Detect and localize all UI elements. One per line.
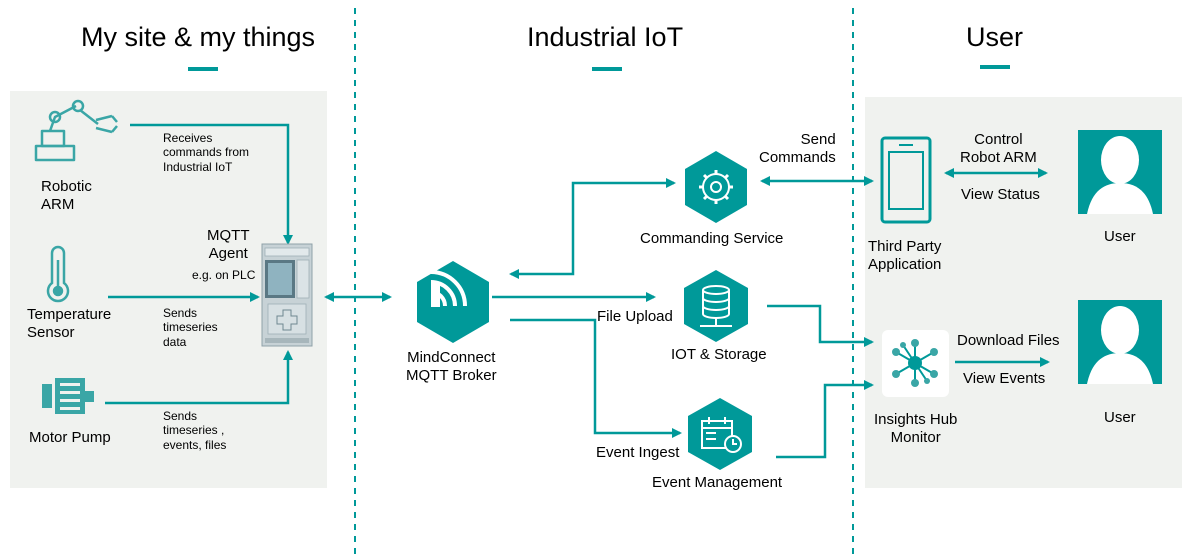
arrow-broker-commanding	[509, 178, 676, 279]
view-events-label: View Events	[963, 370, 1046, 387]
arrow-broker-events	[510, 318, 682, 438]
sends-events-note: Sends timeseries , events, files	[163, 409, 227, 452]
section-title-site: My site & my things	[81, 22, 316, 52]
view-status-label: View Status	[961, 186, 1040, 203]
mqtt-broker-icon	[417, 261, 489, 343]
plc-device-icon	[261, 243, 313, 347]
send-commands-label: Send Commands	[759, 131, 836, 166]
motor-pump-label: Motor Pump	[29, 429, 111, 446]
iot-storage-label: IOT & Storage	[671, 346, 767, 363]
arrow-storage-insights	[767, 304, 874, 347]
broker-label: MindConnect MQTT Broker	[406, 349, 497, 384]
section-title-user: User	[966, 22, 1024, 52]
mqtt-agent-title: MQTT Agent	[207, 227, 250, 262]
event-management-label: Event Management	[652, 474, 783, 491]
arrow-events-insights	[776, 380, 874, 459]
insights-network-icon	[882, 330, 949, 397]
title-underline	[980, 65, 1010, 69]
gear-hexagon-icon	[685, 151, 747, 223]
control-robot-label: Control Robot ARM	[960, 131, 1037, 166]
thermometer-icon	[46, 245, 70, 303]
user-label-2: User	[1104, 409, 1136, 426]
title-underline	[188, 67, 218, 71]
motor-icon	[42, 378, 94, 414]
robotic-arm-label: Robotic ARM	[41, 178, 92, 213]
file-upload-label: File Upload	[597, 308, 673, 325]
commanding-service-label: Commanding Service	[640, 230, 784, 247]
event-calendar-hexagon-icon	[688, 398, 752, 470]
sends-timeseries-note: Sends timeseries data	[163, 306, 218, 349]
receives-commands-note: Receives commands from Industrial IoT	[163, 131, 250, 174]
arrow-command-to-robot	[130, 123, 293, 245]
user-avatar-icon	[1078, 300, 1162, 384]
arrow-motor-to-agent	[105, 350, 293, 405]
title-underline	[592, 67, 622, 71]
robot-arm-icon	[34, 99, 118, 162]
mqtt-agent-subtitle: e.g. on PLC	[192, 268, 256, 282]
third-party-app-label: Third Party Application	[868, 238, 942, 273]
user-label-1: User	[1104, 228, 1136, 245]
download-files-label: Download Files	[957, 332, 1060, 349]
section-title-iiot: Industrial IoT	[527, 22, 684, 52]
database-hexagon-icon	[684, 270, 748, 342]
user-avatar-icon	[1078, 130, 1162, 214]
insights-hub-label: Insights Hub Monitor	[874, 411, 958, 446]
temperature-sensor-label: Temperature Sensor	[27, 306, 112, 341]
event-ingest-label: Event Ingest	[596, 444, 680, 461]
smartphone-icon	[880, 136, 932, 224]
